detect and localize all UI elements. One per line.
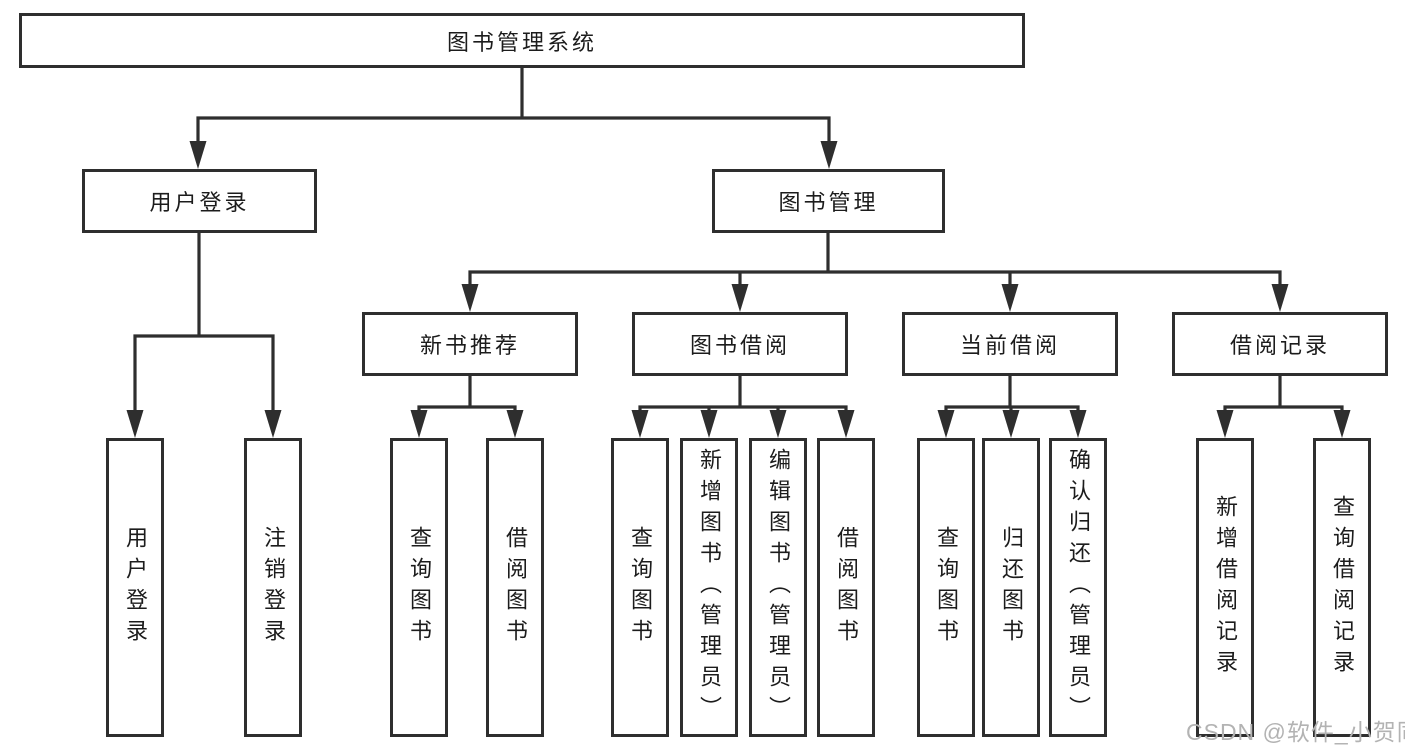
node-new-book-recommend: 新书推荐 (362, 312, 578, 376)
node-label: 归还图书 (999, 525, 1024, 650)
node-library-management-system: 图书管理系统 (19, 13, 1025, 68)
connector-current-borrow-children (944, 374, 1080, 415)
csdn-watermark: CSDN @软件_小贺同学 (1186, 719, 1405, 745)
node-leaf-query-books-current: 查询图书 (917, 438, 975, 737)
connector-book-borrow-children (638, 374, 848, 415)
node-book-management: 图书管理 (712, 169, 945, 233)
node-leaf-query-borrow-record: 查询借阅记录 (1313, 438, 1371, 737)
node-leaf-add-book-admin: 新增图书（管理员） (680, 438, 738, 737)
node-label: 查询图书 (934, 525, 959, 650)
node-label: 注销登录 (261, 525, 286, 650)
node-book-borrow: 图书借阅 (632, 312, 848, 376)
connector-root-to-level2 (196, 66, 831, 145)
node-borrow-records: 借阅记录 (1172, 312, 1388, 376)
node-leaf-borrow-books-recommend: 借阅图书 (486, 438, 544, 737)
node-user-login: 用户登录 (82, 169, 317, 233)
node-label: 查询图书 (628, 525, 653, 650)
node-label: 新增图书（管理员） (697, 448, 722, 727)
node-leaf-add-borrow-record: 新增借阅记录 (1196, 438, 1254, 737)
node-label: 借阅图书 (834, 525, 859, 650)
node-label: 用户登录 (123, 525, 148, 650)
node-label: 查询借阅记录 (1330, 494, 1355, 681)
connector-new-book-recommend-children (417, 374, 517, 415)
node-leaf-logout: 注销登录 (244, 438, 302, 737)
arrowheads (126, 141, 1351, 438)
node-label: 查询图书 (407, 525, 432, 650)
node-label: 确认归还（管理员） (1066, 448, 1091, 727)
node-leaf-confirm-return-admin: 确认归还（管理员） (1049, 438, 1107, 737)
node-label: 借阅图书 (503, 525, 528, 650)
node-leaf-user-login: 用户登录 (106, 438, 164, 737)
node-label: 新增借阅记录 (1213, 494, 1238, 681)
connector-book-management-children (468, 231, 1282, 290)
node-leaf-borrow-books: 借阅图书 (817, 438, 875, 737)
node-leaf-edit-book-admin: 编辑图书（管理员） (749, 438, 807, 737)
node-leaf-query-books-borrow: 查询图书 (611, 438, 669, 737)
node-leaf-return-book: 归还图书 (982, 438, 1040, 737)
node-label: 编辑图书（管理员） (766, 448, 791, 727)
node-current-borrow: 当前借阅 (902, 312, 1118, 376)
connector-user-login-children (133, 231, 275, 414)
connector-borrow-records-children (1223, 374, 1344, 415)
node-leaf-query-books-recommend: 查询图书 (390, 438, 448, 737)
